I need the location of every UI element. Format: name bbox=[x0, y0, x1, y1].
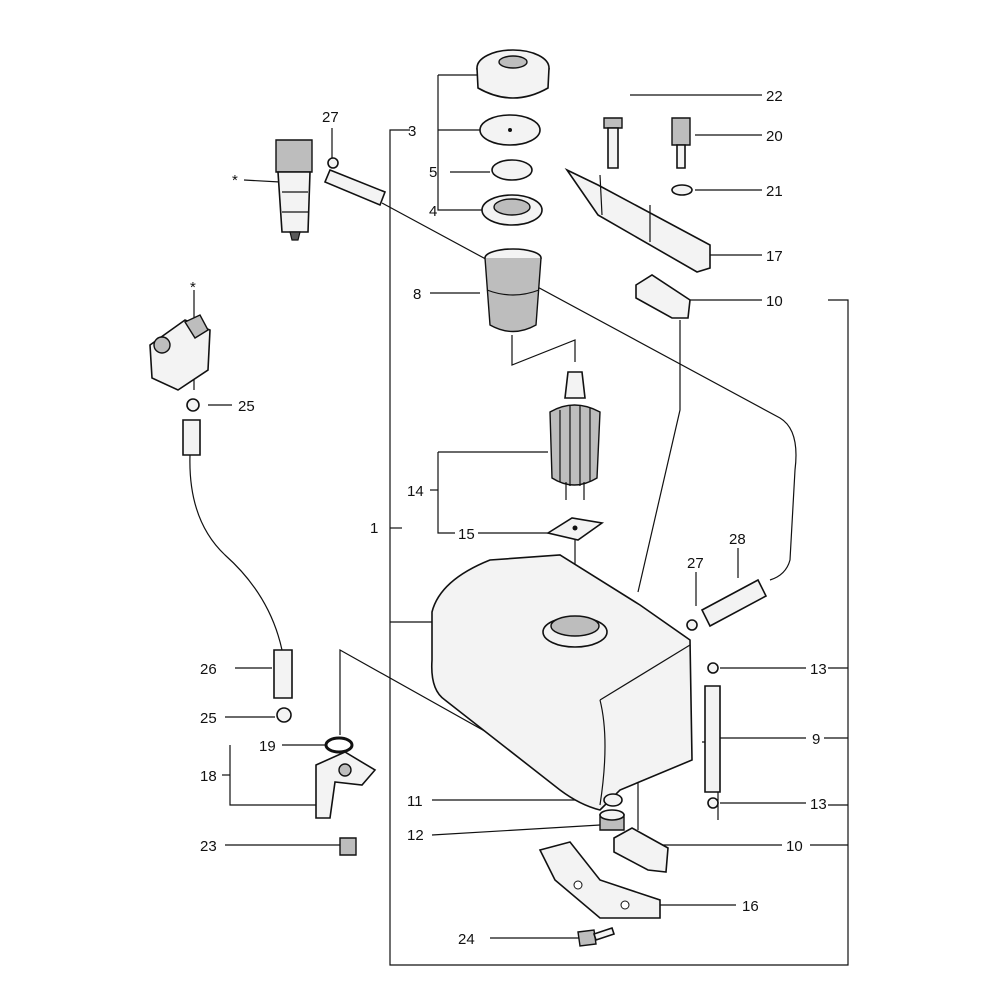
label-26: 26 bbox=[200, 661, 217, 678]
injection-pump-component bbox=[275, 139, 313, 241]
hose-clamp-25-lower bbox=[276, 707, 292, 723]
hose-clamp-27-left bbox=[327, 157, 339, 169]
strainer-screen bbox=[484, 248, 542, 333]
fuel-filter bbox=[549, 371, 601, 500]
label-14: 14 bbox=[407, 483, 424, 500]
fuel-hose-upper bbox=[182, 419, 201, 456]
stud-washer bbox=[671, 184, 693, 196]
label-3: 3 bbox=[408, 123, 416, 140]
label-13-top: 13 bbox=[810, 661, 827, 678]
rubber-cushion-top bbox=[635, 274, 691, 319]
filler-ring bbox=[481, 194, 543, 226]
label-8: 8 bbox=[413, 286, 421, 303]
fuel-return-hose bbox=[323, 168, 387, 207]
label-5: 5 bbox=[429, 164, 437, 181]
bracket-bolt-bottom bbox=[577, 926, 616, 947]
label-19: 19 bbox=[259, 738, 276, 755]
fuel-pump-component bbox=[149, 314, 211, 391]
hose-clamp-25-upper bbox=[186, 398, 200, 412]
hose-clamp-27-right bbox=[686, 619, 698, 631]
hose-clamp-lower bbox=[707, 797, 719, 809]
spacer-stud bbox=[671, 117, 691, 169]
callout-labels: 1 3 4 5 8 9 10 10 11 12 13 13 14 15 16 1… bbox=[190, 88, 827, 948]
label-12: 12 bbox=[407, 827, 424, 844]
label-18: 18 bbox=[200, 768, 217, 785]
asterisk-note-pump: * bbox=[190, 279, 196, 296]
label-25-top: 25 bbox=[238, 398, 255, 415]
fuel-cock bbox=[315, 751, 377, 819]
rubber-cushion-bottom bbox=[613, 827, 669, 873]
label-22: 22 bbox=[766, 88, 783, 105]
label-1: 1 bbox=[370, 520, 378, 537]
label-10-bottom: 10 bbox=[786, 838, 803, 855]
label-11: 11 bbox=[407, 793, 423, 810]
label-13-bottom: 13 bbox=[810, 796, 827, 813]
label-9: 9 bbox=[812, 731, 820, 748]
fuel-tank bbox=[430, 554, 693, 811]
label-10-top: 10 bbox=[766, 293, 783, 310]
label-15: 15 bbox=[458, 526, 475, 543]
asterisk-note-left: * bbox=[232, 172, 238, 189]
bracket-bolt bbox=[603, 117, 623, 169]
label-20: 20 bbox=[766, 128, 783, 145]
label-28: 28 bbox=[729, 531, 746, 548]
label-25-bottom: 25 bbox=[200, 710, 217, 727]
filter-plate bbox=[545, 517, 605, 541]
label-16: 16 bbox=[742, 898, 759, 915]
label-23: 23 bbox=[200, 838, 217, 855]
fuel-cap bbox=[476, 49, 550, 99]
tank-mount-bracket-bottom bbox=[538, 841, 661, 919]
tank-mount-bracket-top bbox=[564, 167, 711, 273]
label-24: 24 bbox=[458, 931, 475, 948]
fuel-cock-nut bbox=[339, 837, 357, 856]
vent-tube bbox=[704, 685, 721, 793]
fuel-hose-28 bbox=[700, 578, 768, 628]
label-27-left: 27 bbox=[322, 109, 339, 126]
cap-seal bbox=[491, 159, 533, 181]
hose-clamp-upper bbox=[707, 662, 719, 674]
cap-gasket bbox=[479, 114, 541, 146]
label-27-right: 27 bbox=[687, 555, 704, 572]
label-21: 21 bbox=[766, 183, 783, 200]
label-17: 17 bbox=[766, 248, 783, 265]
label-4: 4 bbox=[429, 203, 437, 220]
tank-drain-washer bbox=[603, 793, 623, 807]
fuel-hose-26 bbox=[273, 649, 293, 699]
o-ring bbox=[324, 736, 354, 754]
drain-plug bbox=[599, 809, 625, 831]
